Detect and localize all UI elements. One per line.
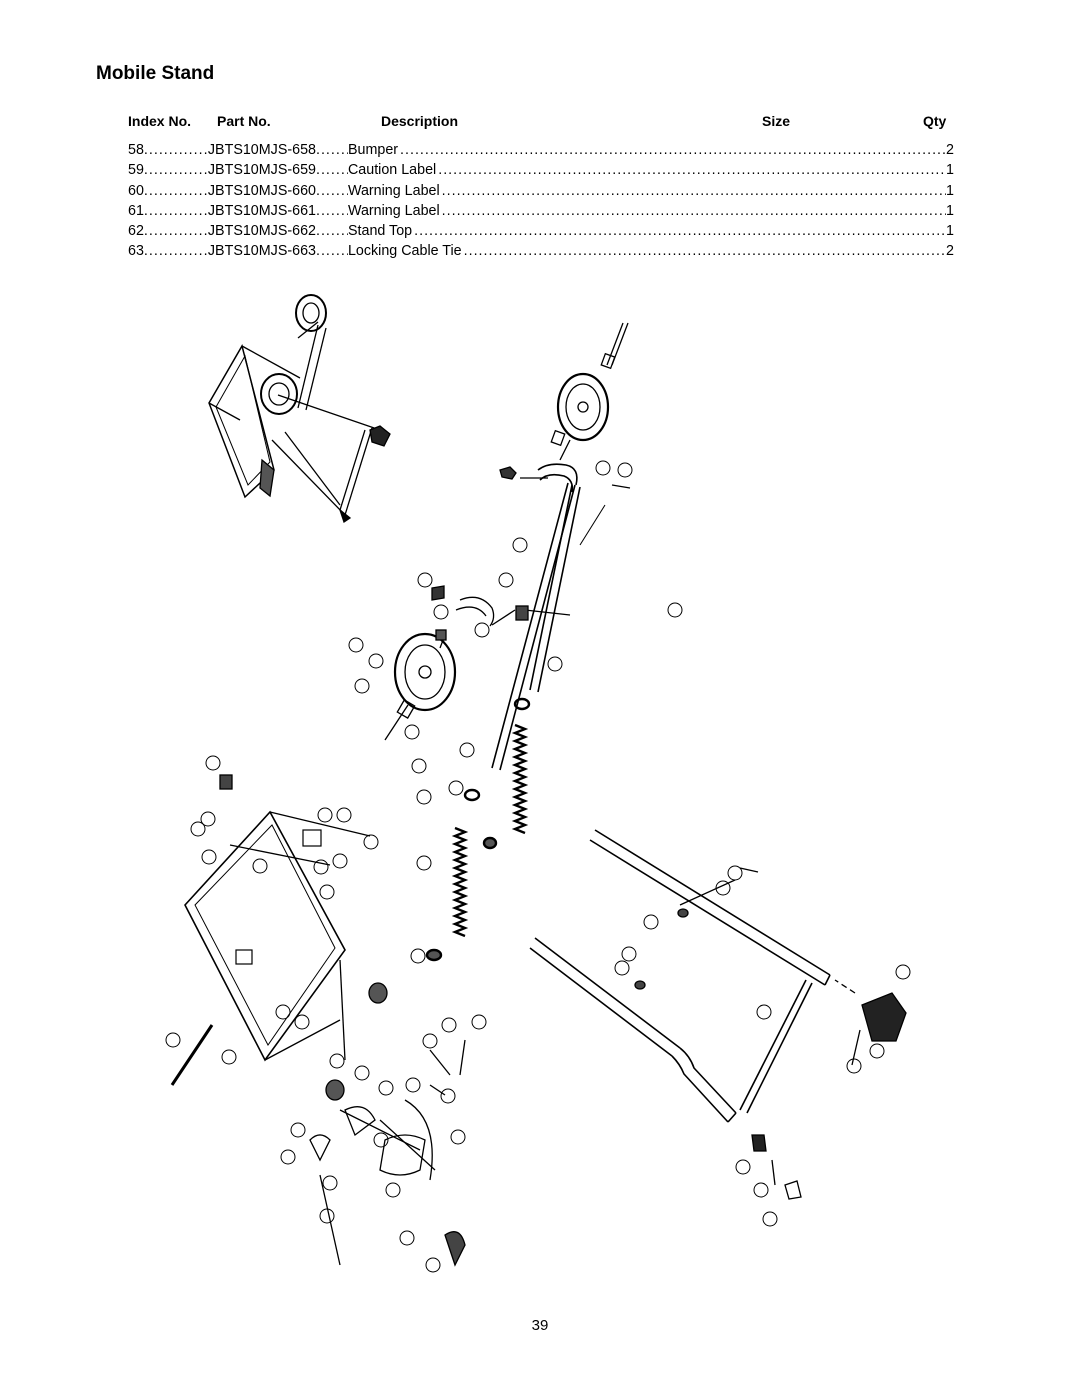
- table-row: 63 ...................... JBTS10MJS-663 …: [128, 243, 954, 263]
- leader-dots: ..........: [315, 223, 348, 240]
- leader-dots: ........................................…: [438, 162, 946, 179]
- leader-dots: ..........: [315, 182, 348, 199]
- spring-coils: [425, 697, 531, 962]
- part-number-cell: JBTS10MJS-663: [207, 243, 316, 260]
- column-header-size: Size: [762, 113, 791, 129]
- leader-dots: ......................: [143, 223, 208, 240]
- axle-assembly: [384, 322, 631, 771]
- description-cell: Bumper: [347, 142, 399, 158]
- qty-cell: 1: [946, 202, 954, 219]
- qty-cell: 1: [946, 182, 954, 199]
- column-header-index: Index No.: [128, 113, 192, 129]
- column-header-part: Part No.: [217, 113, 271, 129]
- callout-bubbles: [165, 460, 911, 1273]
- parts-table: 58 ...................... JBTS10MJS-658 …: [128, 142, 954, 264]
- description-cell: Locking Cable Tie: [347, 243, 462, 260]
- assembled-stand-view: [208, 294, 391, 524]
- leader-dots: ........................................…: [441, 202, 946, 219]
- page-number: 39: [531, 1317, 549, 1334]
- leader-dots: ........................................…: [441, 182, 946, 199]
- page-title: Mobile Stand: [96, 63, 215, 84]
- description-cell: Caution Label: [347, 162, 437, 179]
- column-header-qty: Qty: [923, 113, 947, 129]
- index-cell: 63: [128, 243, 144, 260]
- table-row: 59 ...................... JBTS10MJS-659 …: [128, 162, 954, 182]
- index-cell: 59: [128, 162, 144, 179]
- part-number-cell: JBTS10MJS-662: [207, 223, 316, 240]
- table-row: 58 ...................... JBTS10MJS-658 …: [128, 142, 954, 162]
- description-cell: Warning Label: [347, 202, 440, 219]
- leader-dots: ......................: [143, 142, 208, 158]
- leader-dots: ..........: [315, 202, 348, 219]
- qty-cell: 2: [946, 142, 954, 158]
- leader-dots: ......................: [143, 182, 208, 199]
- index-cell: 60: [128, 182, 144, 199]
- description-cell: Stand Top: [347, 223, 413, 240]
- part-number-cell: JBTS10MJS-659: [207, 162, 316, 179]
- leader-dots: ........................................…: [414, 223, 947, 240]
- column-header-description: Description: [381, 113, 459, 129]
- part-number-cell: JBTS10MJS-658: [207, 142, 316, 158]
- leader-dots: ......................: [143, 202, 208, 219]
- handle-assembly: [529, 829, 907, 1200]
- leader-dots: ........................................…: [400, 142, 947, 158]
- leader-dots: ..........: [315, 162, 348, 179]
- leader-dots: ..........: [315, 243, 348, 260]
- qty-cell: 1: [946, 162, 954, 179]
- part-number-cell: JBTS10MJS-661: [207, 202, 316, 219]
- table-row: 62 ...................... JBTS10MJS-662 …: [128, 223, 954, 243]
- qty-cell: 1: [946, 223, 954, 240]
- table-row: 60 ...................... JBTS10MJS-660 …: [128, 183, 954, 203]
- base-frame-assembly: [170, 774, 466, 1267]
- index-cell: 58: [128, 142, 144, 158]
- index-cell: 62: [128, 223, 144, 240]
- part-number-cell: JBTS10MJS-660: [207, 182, 316, 199]
- leader-dots: ........................................…: [463, 243, 946, 260]
- leader-dots: ......................: [143, 162, 208, 179]
- leader-dots: ..........: [315, 142, 348, 158]
- index-cell: 61: [128, 202, 144, 219]
- description-cell: Warning Label: [347, 182, 440, 199]
- table-row: 61 ...................... JBTS10MJS-661 …: [128, 203, 954, 223]
- qty-cell: 2: [946, 243, 954, 260]
- leader-dots: ......................: [143, 243, 208, 260]
